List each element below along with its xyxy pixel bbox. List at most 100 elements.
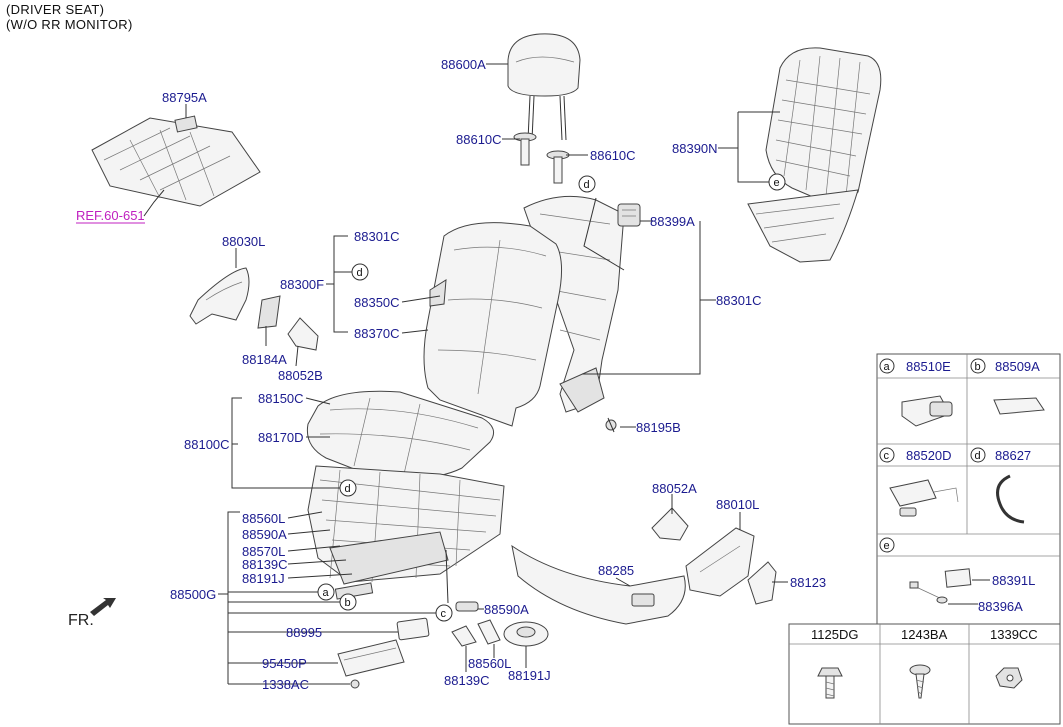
- legend-cell-e: e 88391L 88396A: [879, 537, 1035, 614]
- legend-key-b: b: [975, 361, 981, 373]
- label-88139c-bottom[interactable]: 88139C: [444, 673, 490, 688]
- callout-d-top[interactable]: d: [578, 175, 596, 193]
- legend-key-e: e: [884, 540, 890, 552]
- switch-88560l-illustration: [477, 619, 501, 645]
- side-cover-88030l-illustration: [189, 267, 250, 325]
- seat-back-cushion-illustration: [423, 222, 562, 427]
- front-direction-arrow: [90, 598, 116, 616]
- legend-cell-b: b 88509A: [970, 358, 1045, 415]
- legend-table: a 88510E b 88509A c 88520D d 88627: [876, 353, 1061, 625]
- label-88100c[interactable]: 88100C: [184, 437, 230, 452]
- label-88560l[interactable]: 88560L: [242, 511, 285, 526]
- callout-circles: d e d d a b c: [317, 173, 786, 622]
- seat-back-panel-illustration: [747, 47, 882, 263]
- front-label: FR.: [68, 612, 94, 629]
- recliner-cover-illustration: [617, 203, 641, 227]
- callout-a[interactable]: a: [317, 583, 335, 601]
- callout-c[interactable]: c: [435, 604, 453, 622]
- headrest-guide-left-illustration: [513, 132, 537, 166]
- diagram-header-line2: (W/O RR MONITOR): [6, 17, 133, 32]
- legend-key-a: a: [884, 361, 891, 373]
- bracket-88184a-illustration: [257, 295, 281, 329]
- svg-text:d: d: [357, 267, 363, 279]
- callout-e-back[interactable]: e: [768, 173, 786, 191]
- legend-code-88510e[interactable]: 88510E: [906, 359, 951, 374]
- label-88170d[interactable]: 88170D: [258, 430, 304, 445]
- label-88560l-bottom[interactable]: 88560L: [468, 656, 511, 671]
- svg-text:d: d: [584, 179, 590, 191]
- label-88570l[interactable]: 88570L: [242, 544, 285, 559]
- label-88610c-right[interactable]: 88610C: [590, 148, 636, 163]
- label-88350c[interactable]: 88350C: [354, 295, 400, 310]
- seat-track-assembly-illustration: [307, 465, 505, 600]
- label-88500g[interactable]: 88500G: [170, 587, 216, 602]
- label-88301c-left[interactable]: 88301C: [354, 229, 400, 244]
- label-88150c[interactable]: 88150C: [258, 391, 304, 406]
- legend-code-88391l[interactable]: 88391L: [992, 573, 1035, 588]
- label-88285[interactable]: 88285: [598, 563, 634, 578]
- label-88399a[interactable]: 88399A: [650, 214, 695, 229]
- callout-d-cushion[interactable]: d: [339, 479, 357, 497]
- label-88184a[interactable]: 88184A: [242, 352, 287, 367]
- ref-60-651[interactable]: REF.60-651: [76, 208, 145, 223]
- legend-code-88520d[interactable]: 88520D: [906, 448, 952, 463]
- label-88300f[interactable]: 88300F: [280, 277, 324, 292]
- side-shield-88010l-illustration: [685, 527, 755, 597]
- label-88590a[interactable]: 88590A: [242, 527, 287, 542]
- legend-cell-c: c 88520D: [879, 447, 959, 517]
- svg-text:e: e: [774, 177, 780, 189]
- floor-panel-illustration: [91, 115, 261, 207]
- module-95450p-illustration: [337, 639, 405, 677]
- legend-code-88627[interactable]: 88627: [995, 448, 1031, 463]
- label-88370c[interactable]: 88370C: [354, 326, 400, 341]
- fastener-code-1243ba[interactable]: 1243BA: [901, 627, 948, 642]
- label-88052b[interactable]: 88052B: [278, 368, 323, 383]
- label-1338ac[interactable]: 1338AC: [262, 677, 309, 692]
- label-88139c[interactable]: 88139C: [242, 557, 288, 572]
- label-88191j-bottom[interactable]: 88191J: [508, 668, 551, 683]
- label-88590a-bottom[interactable]: 88590A: [484, 602, 529, 617]
- legend-key-d: d: [975, 450, 981, 462]
- fastener-code-1125dg[interactable]: 1125DG: [811, 627, 858, 642]
- label-88610c-left[interactable]: 88610C: [456, 132, 502, 147]
- bolt-1125dg-icon: [817, 667, 843, 699]
- label-88795a[interactable]: 88795A: [162, 90, 207, 105]
- callout-b[interactable]: b: [339, 593, 357, 611]
- leader-lines: [143, 63, 788, 685]
- bracket-88052a-illustration: [651, 507, 689, 541]
- bolt-88195b-illustration: [605, 417, 617, 433]
- svg-text:b: b: [345, 597, 351, 609]
- label-88301c-right[interactable]: 88301C: [716, 293, 762, 308]
- label-88195b[interactable]: 88195B: [636, 420, 681, 435]
- label-95450p[interactable]: 95450P: [262, 656, 307, 671]
- bracket-88052b-illustration: [287, 317, 319, 351]
- clip-88590a-illustration: [455, 601, 479, 612]
- label-88191j[interactable]: 88191J: [242, 571, 285, 586]
- part-labels: 88600A 88610C 88610C 88390N 88795A REF.6…: [68, 57, 826, 692]
- screw-1243ba-icon: [909, 664, 931, 699]
- label-88995[interactable]: 88995: [286, 625, 322, 640]
- svg-text:a: a: [323, 587, 330, 599]
- fastener-code-1339cc[interactable]: 1339CC: [990, 627, 1038, 642]
- label-88390n[interactable]: 88390N: [672, 141, 718, 156]
- svg-text:d: d: [345, 483, 351, 495]
- switch-88139c-illustration: [451, 625, 477, 647]
- headrest-illustration: [507, 33, 581, 141]
- fastener-table: 1125DG 1243BA 1339CC: [788, 623, 1061, 725]
- label-88010l[interactable]: 88010L: [716, 497, 759, 512]
- label-88600a[interactable]: 88600A: [441, 57, 486, 72]
- headrest-guide-right-illustration: [546, 150, 570, 184]
- legend-code-88509a[interactable]: 88509A: [995, 359, 1040, 374]
- knob-88191j-illustration: [503, 621, 549, 647]
- diagram-header-line1: (DRIVER SEAT): [6, 2, 105, 17]
- label-88030l[interactable]: 88030L: [222, 234, 265, 249]
- label-88123[interactable]: 88123: [790, 575, 826, 590]
- callout-d-back[interactable]: d: [351, 263, 369, 281]
- cover-88123-illustration: [747, 561, 777, 605]
- legend-cell-d: d 88627: [970, 447, 1031, 524]
- legend-cell-a: a 88510E: [879, 358, 953, 427]
- legend-code-88396a[interactable]: 88396A: [978, 599, 1023, 614]
- nut-1339cc-icon: [995, 667, 1023, 689]
- label-88052a[interactable]: 88052A: [652, 481, 697, 496]
- nut-1338ac-illustration: [350, 679, 360, 689]
